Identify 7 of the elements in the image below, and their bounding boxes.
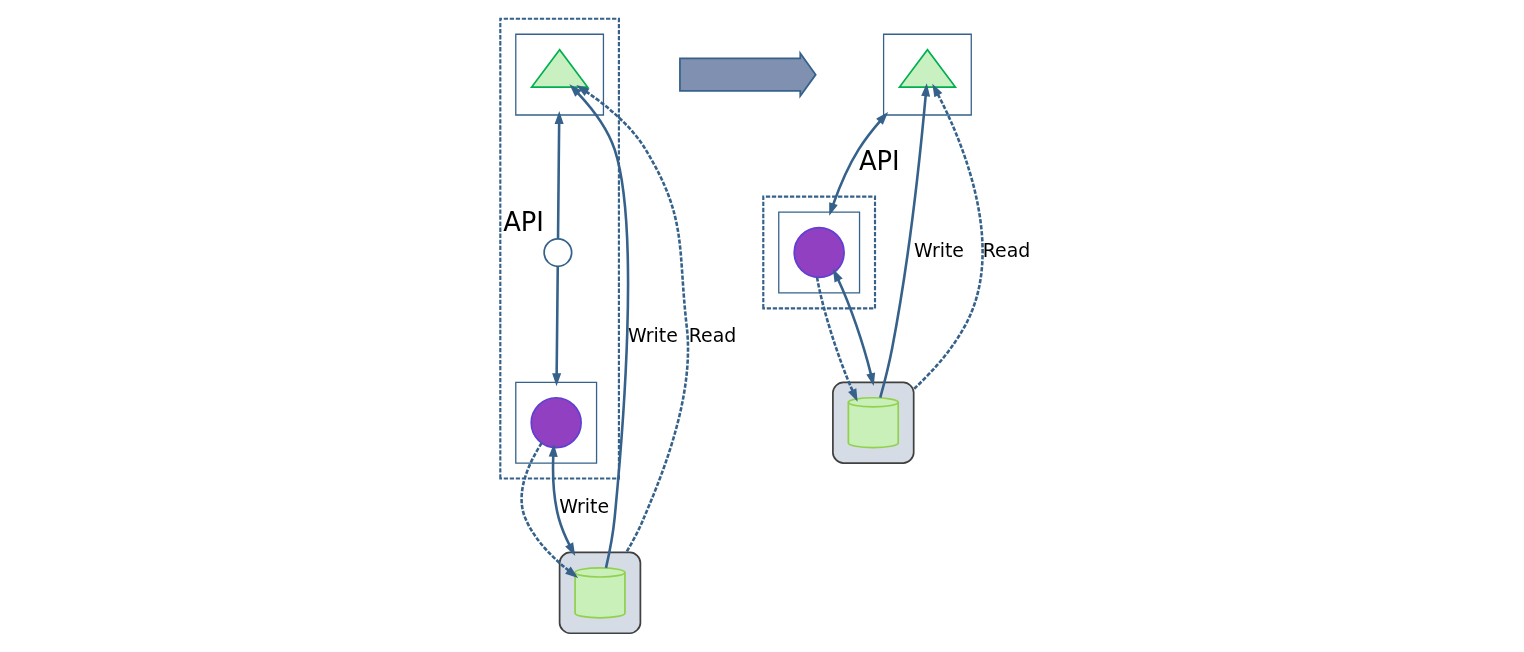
node-label: API xyxy=(503,207,544,238)
edge-label: API xyxy=(858,146,900,177)
edge-label: Write xyxy=(914,239,964,262)
edge-label: Write xyxy=(559,494,610,517)
edge-label: Read xyxy=(688,324,737,347)
edge-label: Write xyxy=(627,324,678,347)
edge-label: Read xyxy=(982,239,1031,262)
